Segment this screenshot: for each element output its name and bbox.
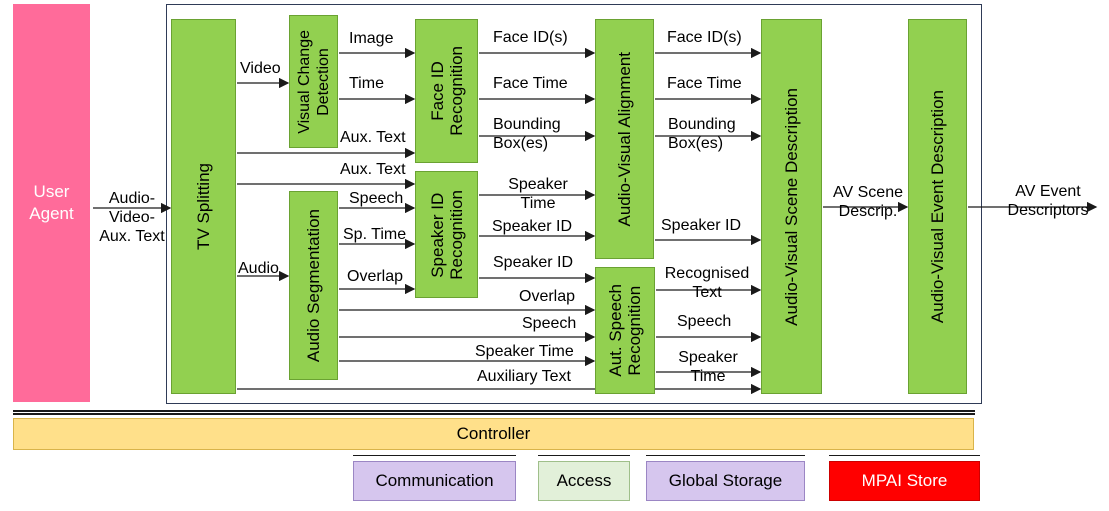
user-agent-label: User Agent <box>29 182 74 223</box>
face-ids-label-2: Face ID(s) <box>667 29 742 46</box>
aut-speech-recognition-label: Aut. Speech Recognition <box>606 284 644 377</box>
face-time-label-1: Face Time <box>493 75 568 92</box>
communication-service[interactable]: Communication <box>353 461 516 501</box>
av-event-description-label: Audio-Visual Event Description <box>928 89 947 324</box>
audio-segmentation-label: Audio Segmentation <box>304 208 323 363</box>
speaker-id-label-2: Speaker ID <box>493 254 574 271</box>
face-id-recognition-module[interactable]: Face ID Recognition <box>415 19 478 163</box>
tv-splitting-label: TV Splitting <box>194 163 213 250</box>
aux-text-label-1: Aux. Text <box>340 129 406 146</box>
aux-text-label-2: Aux. Text <box>340 161 406 178</box>
communication-label: Communication <box>375 471 494 490</box>
face-time-label-2: Face Time <box>667 75 742 92</box>
audio-visual-alignment-label: Audio-Visual Alignment <box>615 51 634 227</box>
global-storage-service[interactable]: Global Storage <box>646 461 805 501</box>
controller-top-divider <box>13 410 975 412</box>
speaker-time-label-2: Speaker Time <box>475 343 574 360</box>
controller-bottom-divider <box>13 413 975 415</box>
services-divider-access <box>538 455 630 456</box>
visual-change-detection-module[interactable]: Visual Change Detection <box>289 15 338 148</box>
speaker-id-recognition-module[interactable]: Speaker ID Recognition <box>415 171 478 298</box>
services-divider-storage <box>646 455 805 456</box>
bounding-boxes-label-1: Bounding Box(es) <box>493 116 561 152</box>
tv-splitting-module[interactable]: TV Splitting <box>171 19 236 394</box>
time-label: Time <box>349 75 384 92</box>
global-storage-label: Global Storage <box>668 471 783 490</box>
speaker-id-label-3: Speaker ID <box>661 217 742 234</box>
speaker-id-recognition-label: Speaker ID Recognition <box>427 189 466 280</box>
user-agent: User Agent <box>13 4 90 402</box>
av-event-description-module[interactable]: Audio-Visual Event Description <box>908 19 967 394</box>
services-divider-comm <box>353 455 516 456</box>
speech-label-3: Speech <box>677 313 732 330</box>
access-service[interactable]: Access <box>538 461 630 501</box>
controller-bar[interactable]: Controller <box>13 418 974 450</box>
av-scene-description-module[interactable]: Audio-Visual Scene Description <box>761 19 822 394</box>
visual-change-detection-label: Visual Change Detection <box>295 29 332 134</box>
aut-speech-recognition-module[interactable]: Aut. Speech Recognition <box>595 267 655 394</box>
bounding-boxes-label-2: Bounding Box(es) <box>668 116 736 152</box>
access-label: Access <box>556 471 612 490</box>
overlap-label-2: Overlap <box>519 288 576 305</box>
sp-time-label: Sp. Time <box>343 226 407 243</box>
speech-label-2: Speech <box>522 315 577 332</box>
controller-label: Controller <box>456 424 531 443</box>
overlap-label: Overlap <box>347 268 404 285</box>
av-event-label: AV Event Descriptors <box>1007 183 1089 219</box>
speaker-time-label-3: Speaker Time <box>678 349 738 385</box>
audio-label: Audio <box>238 260 279 277</box>
services-divider-store <box>829 455 980 456</box>
input-label: Audio- Video- Aux. Text <box>99 190 165 245</box>
auxiliary-text-label: Auxiliary Text <box>477 368 571 385</box>
face-ids-label-1: Face ID(s) <box>493 29 568 46</box>
speech-label: Speech <box>349 190 404 207</box>
audio-visual-alignment-module[interactable]: Audio-Visual Alignment <box>595 19 654 259</box>
face-id-recognition-label: Face ID Recognition <box>427 46 466 136</box>
mpai-store-service[interactable]: MPAI Store <box>829 461 980 501</box>
av-scene-description-label: Audio-Visual Scene Description <box>782 87 801 326</box>
av-scene-label: AV Scene Descrip. <box>833 184 903 220</box>
recognised-text-label: Recognised Text <box>664 265 750 301</box>
speaker-time-label-1: Speaker Time <box>508 176 568 212</box>
mpai-store-label: MPAI Store <box>861 471 948 490</box>
speaker-id-label-1: Speaker ID <box>492 218 573 235</box>
image-label: Image <box>349 30 394 47</box>
video-label: Video <box>240 60 281 77</box>
audio-segmentation-module[interactable]: Audio Segmentation <box>289 191 338 380</box>
